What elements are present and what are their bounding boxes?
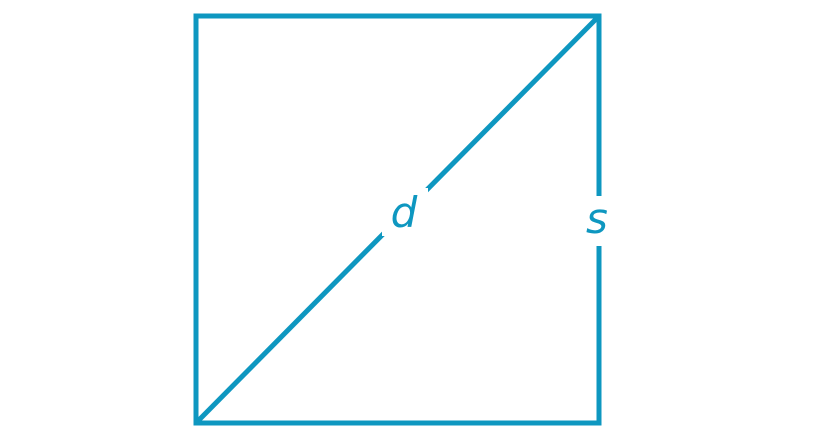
diagonal-label: d	[391, 188, 418, 237]
side-label-gap	[580, 196, 616, 246]
diagonal-label-gap	[382, 188, 428, 236]
side-label: s	[586, 194, 608, 243]
